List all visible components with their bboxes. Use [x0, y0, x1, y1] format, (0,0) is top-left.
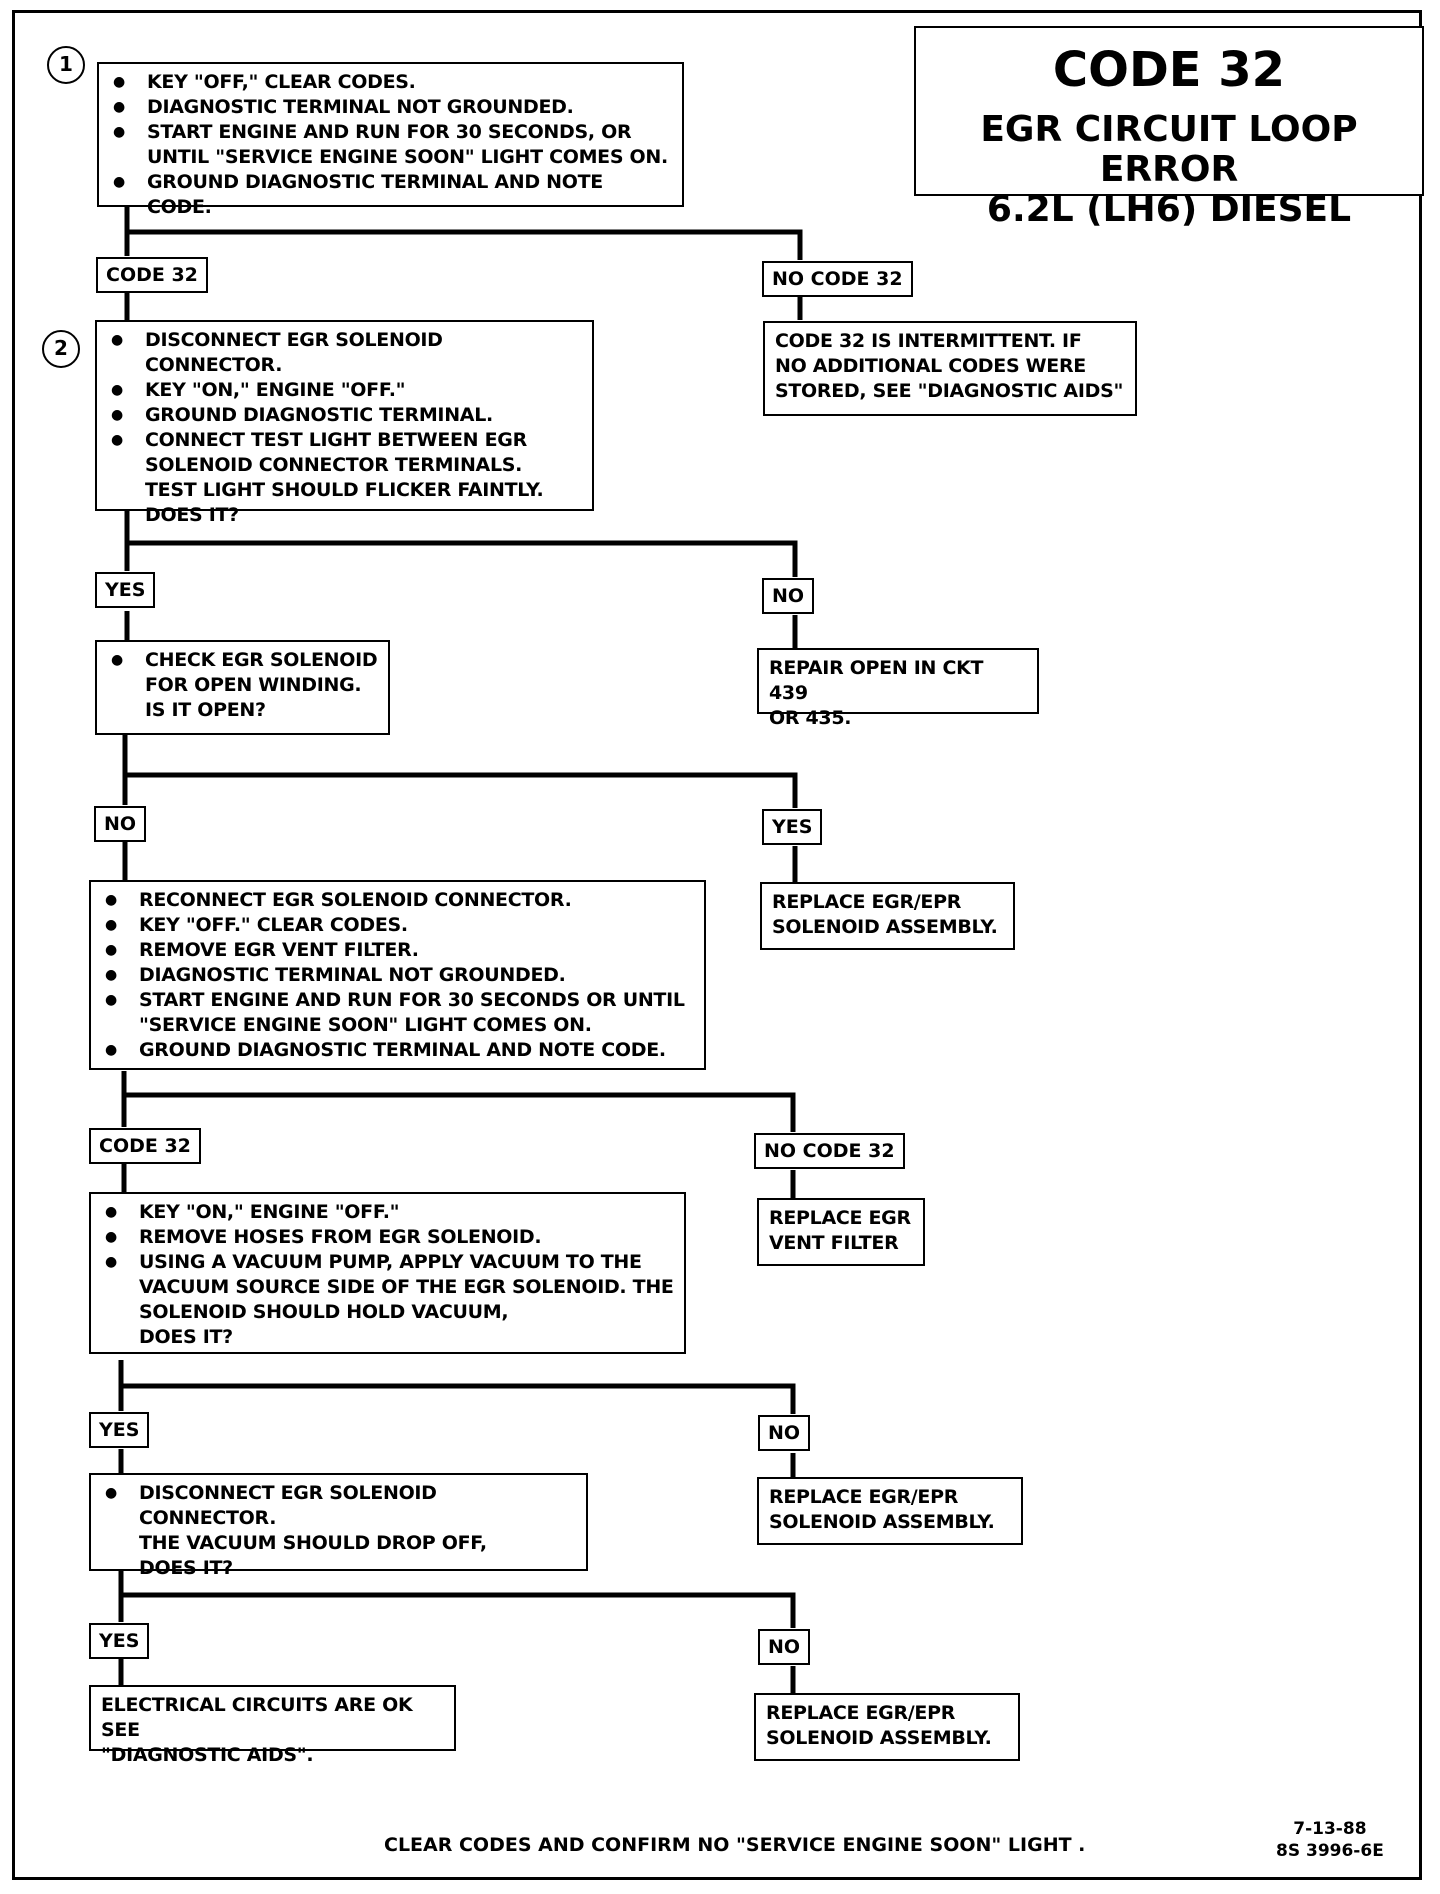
step-item: GROUND DIAGNOSTIC TERMINAL. — [107, 403, 582, 428]
replace-vent-filter-box: REPLACE EGR VENT FILTER — [757, 1198, 925, 1266]
step-item: DIAGNOSTIC TERMINAL NOT GROUNDED. — [109, 95, 672, 120]
code-description: EGR CIRCUIT LOOP ERROR 6.2L (LH6) DIESEL — [980, 109, 1358, 230]
connector-4 — [121, 1071, 796, 1198]
check-solenoid-box: CHECK EGR SOLENOID FOR OPEN WINDING. IS … — [95, 640, 390, 735]
title-block: CODE 32 EGR CIRCUIT LOOP ERROR 6.2L (LH6… — [914, 26, 1424, 230]
connector-1 — [124, 205, 803, 320]
connector-2 — [124, 510, 798, 648]
label-yes: YES — [762, 809, 823, 845]
connector-3 — [122, 734, 798, 882]
label-no: NO — [94, 806, 147, 842]
step-item: KEY "OFF." CLEAR CODES. — [101, 913, 694, 938]
label-no: NO — [762, 578, 815, 614]
label-no-code32: NO CODE 32 — [754, 1133, 905, 1169]
repair-open-box: REPAIR OPEN IN CKT 439 OR 435. — [757, 648, 1039, 729]
step-number-2: 2 — [42, 330, 80, 368]
start-procedure-box: KEY "OFF," CLEAR CODES. DIAGNOSTIC TERMI… — [97, 62, 684, 218]
step-item: REMOVE HOSES FROM EGR SOLENOID. — [101, 1225, 674, 1250]
step-item: DIAGNOSTIC TERMINAL NOT GROUNDED. — [101, 963, 694, 988]
document-reference: 7-13-88 8S 3996-6E — [1276, 1819, 1384, 1861]
label-yes: YES — [89, 1412, 150, 1448]
replace-assembly-box-1: REPLACE EGR/EPR SOLENOID ASSEMBLY. — [760, 882, 1015, 950]
step-item: GROUND DIAGNOSTIC TERMINAL AND NOTE CODE… — [101, 1038, 694, 1063]
connector-5 — [118, 1360, 796, 1477]
step-item: START ENGINE AND RUN FOR 30 SECONDS, OR … — [109, 120, 672, 170]
step-item: RECONNECT EGR SOLENOID CONNECTOR. — [101, 888, 694, 913]
step-item: KEY "ON," ENGINE "OFF." — [101, 1200, 674, 1225]
test-light-box: DISCONNECT EGR SOLENOID CONNECTOR. KEY "… — [95, 320, 594, 526]
step-item: USING A VACUUM PUMP, APPLY VACUUM TO THE… — [101, 1250, 674, 1350]
connector-6 — [118, 1570, 796, 1693]
step-item: CONNECT TEST LIGHT BETWEEN EGR SOLENOID … — [107, 428, 582, 528]
step-item: START ENGINE AND RUN FOR 30 SECONDS OR U… — [101, 988, 694, 1038]
step-item: REMOVE EGR VENT FILTER. — [101, 938, 694, 963]
code-title: CODE 32 — [1052, 42, 1286, 98]
label-yes: YES — [95, 572, 156, 608]
step-item: DISCONNECT EGR SOLENOID CONNECTOR. THE V… — [101, 1481, 576, 1581]
step-item: CHECK EGR SOLENOID FOR OPEN WINDING. IS … — [107, 648, 378, 723]
label-no: NO — [758, 1415, 811, 1451]
label-no: NO — [758, 1629, 811, 1665]
disconnect-test-box: DISCONNECT EGR SOLENOID CONNECTOR. THE V… — [89, 1473, 588, 1579]
step-number-1: 1 — [47, 46, 85, 84]
replace-assembly-box-2: REPLACE EGR/EPR SOLENOID ASSEMBLY. — [757, 1477, 1023, 1545]
footer-instruction: CLEAR CODES AND CONFIRM NO "SERVICE ENGI… — [384, 1834, 1086, 1856]
page-frame — [12, 10, 1422, 1880]
label-no-code32: NO CODE 32 — [762, 261, 913, 297]
step-item: GROUND DIAGNOSTIC TERMINAL AND NOTE CODE… — [109, 170, 672, 220]
step-item: KEY "OFF," CLEAR CODES. — [109, 70, 672, 95]
label-code32: CODE 32 — [96, 257, 208, 293]
label-code32: CODE 32 — [89, 1128, 201, 1164]
circuits-ok-box: ELECTRICAL CIRCUITS ARE OK SEE "DIAGNOST… — [89, 1685, 456, 1766]
step-item: KEY "ON," ENGINE "OFF." — [107, 378, 582, 403]
vacuum-test-box: KEY "ON," ENGINE "OFF." REMOVE HOSES FRO… — [89, 1192, 686, 1354]
reconnect-procedure-box: RECONNECT EGR SOLENOID CONNECTOR. KEY "O… — [89, 880, 706, 1070]
label-yes: YES — [89, 1623, 150, 1659]
step-item: DISCONNECT EGR SOLENOID CONNECTOR. — [107, 328, 582, 378]
replace-assembly-box-3: REPLACE EGR/EPR SOLENOID ASSEMBLY. — [754, 1693, 1020, 1761]
intermittent-result-box: CODE 32 IS INTERMITTENT. IF NO ADDITIONA… — [763, 321, 1137, 416]
